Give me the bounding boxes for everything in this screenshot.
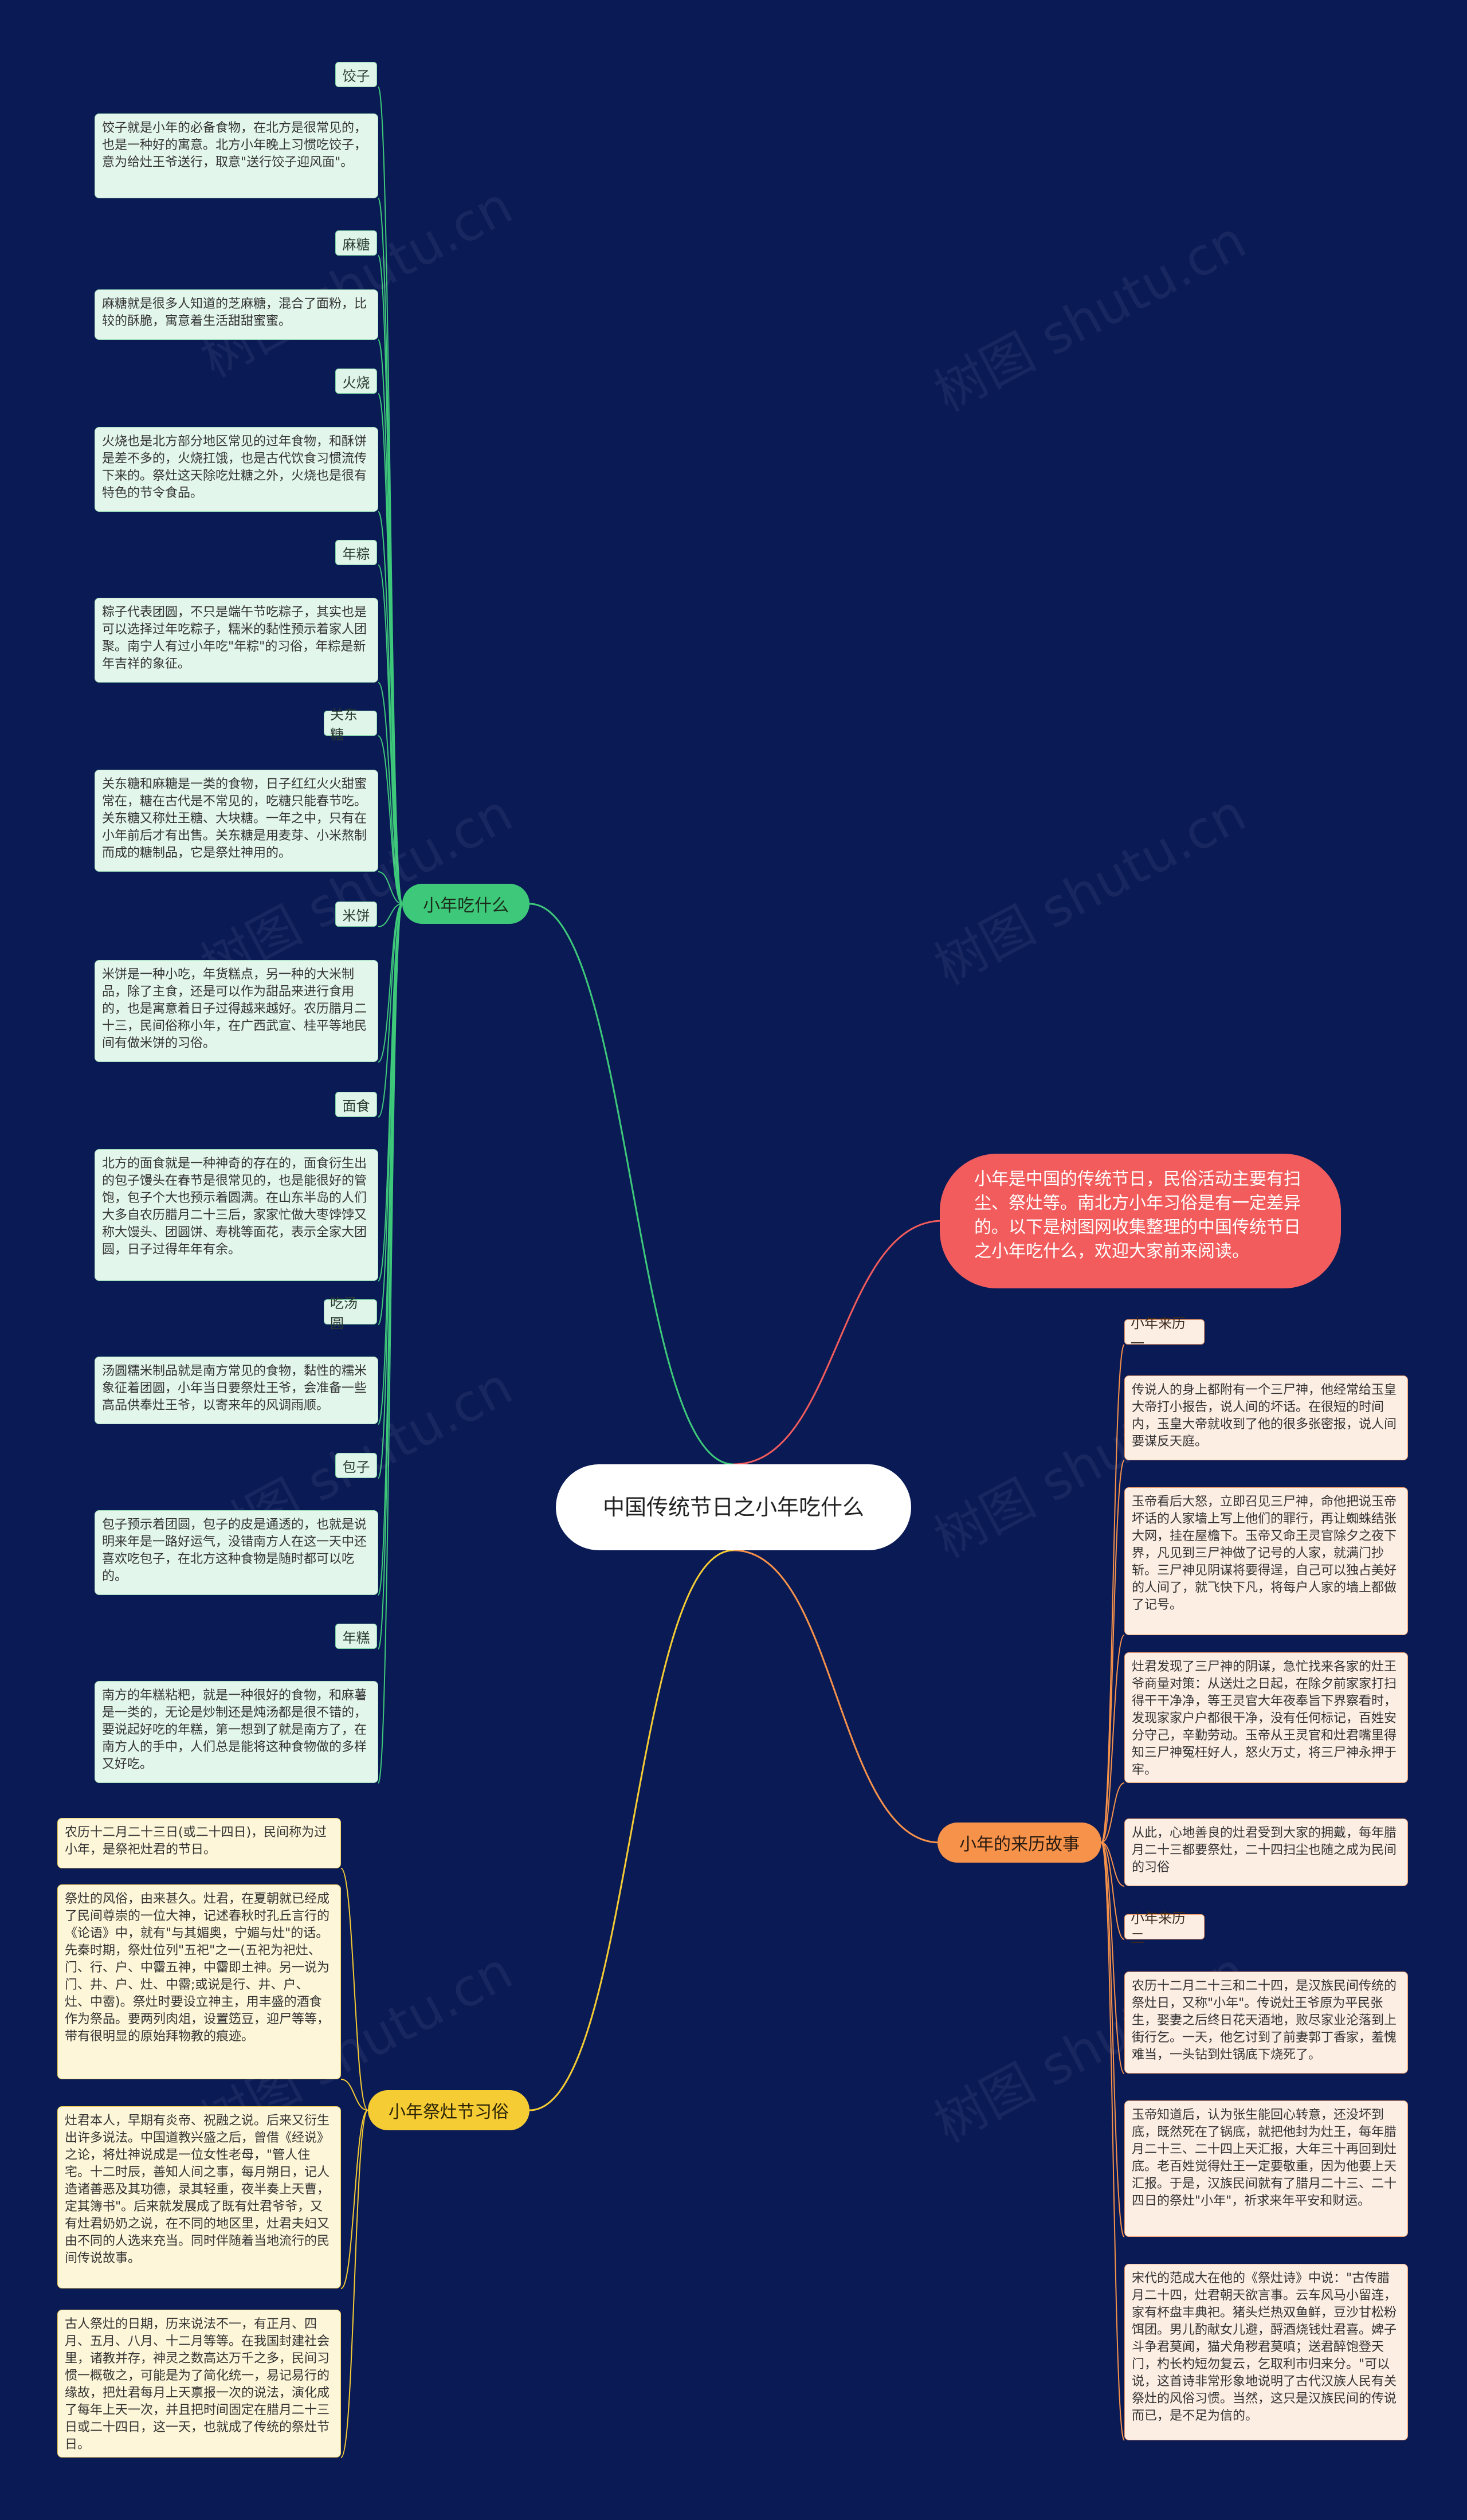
branch-custom[interactable]: 小年祭灶节习俗 [368, 2090, 529, 2130]
connector-line [378, 871, 403, 904]
food-note[interactable]: 饺子就是小年的必备食物，在北方是很常见的，也是一种好的寓意。北方小年晚上习惯吃饺… [95, 113, 378, 198]
story-note[interactable]: 玉帝看后大怒，立即召见三尸神，命他把说玉帝坏话的人家墙上写上他们的罪行，再让蜘蛛… [1124, 1487, 1408, 1635]
connector-line [378, 903, 403, 1118]
story-note[interactable]: 灶君发现了三尸神的阴谋，急忙找来各家的灶王爷商量对策：从送灶之日起，在除夕前家家… [1124, 1652, 1408, 1783]
connector-line [1101, 1344, 1125, 1843]
food-note[interactable]: 关东糖和麻糖是一类的食物，日子红红火火甜蜜常在，糖在古代是不常见的，吃糖只能春节… [95, 770, 378, 872]
connector-line [1101, 1842, 1125, 1887]
connector-line [340, 2079, 368, 2111]
central-topic[interactable]: 中国传统节日之小年吃什么 [556, 1464, 911, 1550]
food-tag[interactable]: 饺子 [335, 62, 377, 87]
food-tag[interactable]: 包子 [335, 1453, 377, 1478]
story-tag[interactable]: 小年来历一 [1124, 1315, 1205, 1351]
connector-line [378, 903, 403, 927]
connector-line [378, 682, 403, 904]
connector-line [378, 735, 403, 904]
food-tag[interactable]: 关东糖 [324, 707, 377, 743]
connector-line [1101, 1635, 1125, 1843]
story-note[interactable]: 传说人的身上都附有一个三尸神，他经常给玉皇大帝打小报告，说人间的坏话。在很短的时… [1124, 1375, 1408, 1460]
food-note[interactable]: 汤圆糯米制品就是南方常见的食物，黏性的糯米象征着团圆，小年当日要祭灶王爷，会准备… [95, 1357, 378, 1424]
connector-line [529, 903, 734, 1465]
story-note[interactable]: 农历十二月二十三和二十四，是汉族民间传统的祭灶日，又称"小年"。传说灶王爷原为平… [1124, 1972, 1408, 2074]
food-tag[interactable]: 面食 [335, 1092, 377, 1117]
story-note[interactable]: 玉帝知道后，认为张生能回心转意，还没坏到底，既然死在了锅底，就把他封为灶王，每年… [1124, 2100, 1408, 2237]
connector-line [1101, 1460, 1125, 1843]
branch-food[interactable]: 小年吃什么 [402, 884, 529, 924]
connector-line [1101, 1842, 1125, 1940]
custom-note[interactable]: 祭灶的风俗，由来甚久。灶君，在夏朝就已经成了民间尊崇的一位大神，记述春秋时孔丘言… [57, 1884, 341, 2079]
branch-story[interactable]: 小年的来历故事 [938, 1823, 1101, 1863]
connector-line [733, 1549, 940, 1844]
custom-note[interactable]: 灶君本人，早期有炎帝、祝融之说。后来又衍生出许多说法。中国道教兴盛之后，曾借《经… [57, 2106, 341, 2288]
connector-line [1101, 1782, 1125, 1843]
custom-note[interactable]: 农历十二月二十三日(或二十四日)，民间称为过小年，是祭祀灶君的节日。 [57, 1818, 341, 1868]
connector-line [1101, 1842, 1125, 2237]
custom-note[interactable]: 古人祭灶的日期，历来说法不一，有正月、四月、五月、八月、十二月等等。在我国封建社… [57, 2310, 341, 2458]
food-note[interactable]: 米饼是一种小吃，年货糕点，另一种的大米制品，除了主食，还是可以作为甜品来进行食用… [95, 960, 378, 1062]
food-note[interactable]: 麻糖就是很多人知道的芝麻糖，混合了面粉，比较的酥脆，寓意着生活甜甜蜜蜜。 [95, 289, 378, 340]
story-note[interactable]: 从此，心地善良的灶君受到大家的拥戴，每年腊月二十三都要祭灶，二十四扫尘也随之成为… [1124, 1819, 1408, 1886]
food-tag[interactable]: 麻糖 [335, 230, 377, 256]
connector-line [1101, 1842, 1125, 2074]
connector-line [340, 2110, 368, 2289]
food-note[interactable]: 北方的面食就是一种神奇的存在的，面食衍生出的包子馒头在春节是很常见的，也是能很好… [95, 1149, 378, 1281]
food-note[interactable]: 粽子代表团圆，不只是端午节吃粽子，其实也是可以选择过年吃粽子，糯米的黏性预示着家… [95, 598, 378, 683]
connector-line [340, 1868, 368, 2111]
food-tag[interactable]: 米饼 [335, 902, 377, 927]
connector-line [733, 1220, 943, 1465]
food-tag[interactable]: 年粽 [335, 540, 377, 565]
intro-topic[interactable]: 小年是中国的传统节日，民俗活动主要有扫尘、祭灶等。南北方小年习俗是有一定差异的。… [940, 1154, 1341, 1288]
connector-line [378, 903, 403, 1784]
food-tag[interactable]: 年糕 [335, 1624, 377, 1649]
food-tag[interactable]: 火烧 [335, 369, 377, 394]
story-note[interactable]: 宋代的范成大在他的《祭灶诗》中说："古传腊月二十四，灶君朝天欲言事。云车风马小留… [1124, 2264, 1408, 2440]
food-note[interactable]: 包子预示着团圆，包子的皮是通透的，也就是说明来年是一路好运气，没错南方人在这一天… [95, 1510, 378, 1595]
connector-line [378, 87, 403, 904]
food-note[interactable]: 火烧也是北方部分地区常见的过年食物，和酥饼是差不多的，火烧扛饿，也是古代饮食习惯… [95, 427, 378, 512]
connector-line [1101, 1842, 1125, 2441]
story-tag[interactable]: 小年来历二 [1124, 1910, 1205, 1946]
connector-line [378, 393, 403, 904]
food-tag[interactable]: 吃汤圆 [324, 1295, 377, 1331]
connector-line [340, 2110, 368, 2458]
connector-line [378, 565, 403, 904]
connector-line [529, 1549, 734, 2111]
food-note[interactable]: 南方的年糕粘粑，就是一种很好的食物，和麻薯是一类的，无论是炒制还是炖汤都是很不错… [95, 1681, 378, 1783]
